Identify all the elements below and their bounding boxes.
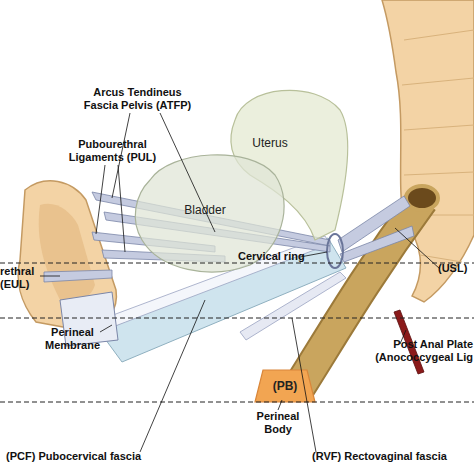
structure-name: (PB) xyxy=(273,379,298,393)
leader-line xyxy=(96,165,105,234)
anatomy-label: (RVF) Rectovaginal fascia xyxy=(312,450,472,463)
leader-line xyxy=(278,400,282,410)
rectum-opening xyxy=(406,186,438,210)
anatomy-label: Cervical ring xyxy=(238,250,318,263)
leader-line xyxy=(118,165,125,252)
anatomy-label: Post Anal Plate (Anococcygeal Lig xyxy=(368,338,473,364)
anatomy-label: Pubourethral Ligaments (PUL) xyxy=(65,138,160,164)
rectovaginal-fascia xyxy=(240,272,346,340)
anatomy-label: (USL) xyxy=(438,262,474,275)
leader-line xyxy=(140,300,205,452)
leader-line xyxy=(292,318,316,452)
anatomy-label: Perineal Membrane xyxy=(40,326,105,352)
anatomy-label: (PCF) Pubocervical fascia xyxy=(6,450,181,463)
leader-line xyxy=(160,113,215,232)
uterosacral-ligament xyxy=(340,226,414,262)
anatomy-label: Arcus Tendineus Fascia Pelvis (ATFP) xyxy=(75,86,200,112)
leader-line xyxy=(395,228,440,269)
structure-name: Uterus xyxy=(252,136,287,150)
level-line xyxy=(0,402,474,403)
level-line xyxy=(0,318,474,319)
anatomy-label: Perineal Body xyxy=(248,410,308,436)
level-line xyxy=(0,263,474,264)
anatomy-label: rethral (EUL) xyxy=(0,265,45,291)
pubic-bone-marrow xyxy=(39,204,95,302)
leader-line xyxy=(100,325,112,332)
leader-line xyxy=(40,276,60,277)
